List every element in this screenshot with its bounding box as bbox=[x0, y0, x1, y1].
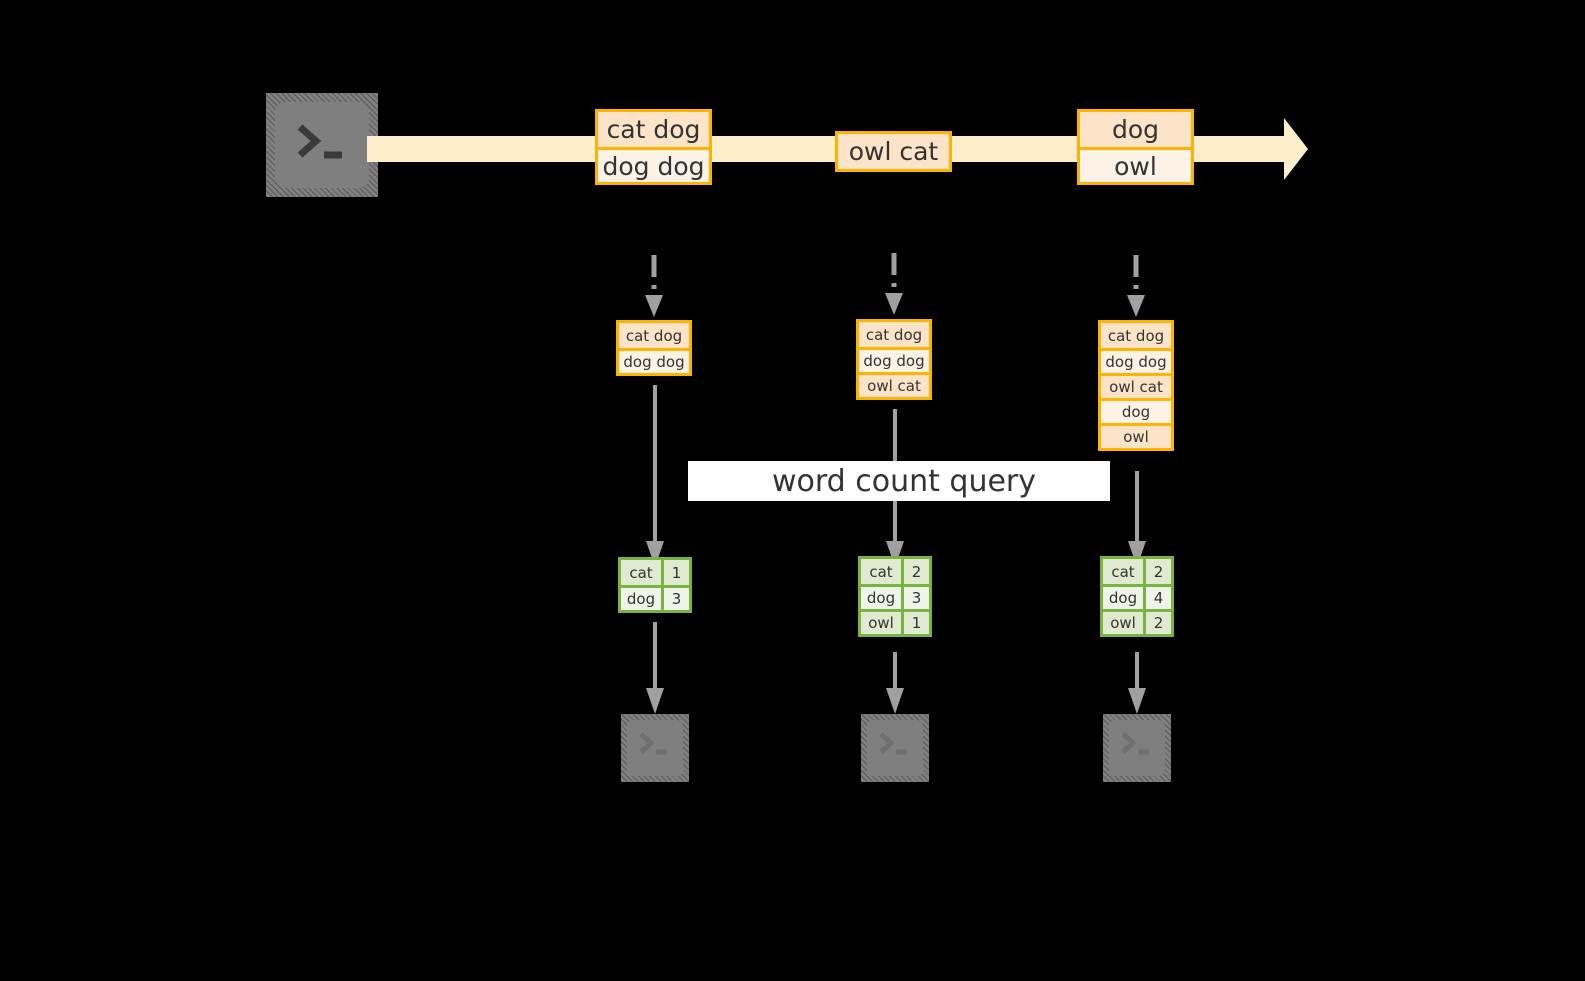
snapshot-col3-line-2: dog dog bbox=[1101, 348, 1171, 373]
terminal-screen bbox=[1109, 720, 1165, 776]
result-col2-count-3: 1 bbox=[911, 614, 922, 632]
result-col1-word-2: dog bbox=[621, 588, 664, 610]
stream-event-3[interactable]: dog owl bbox=[1077, 109, 1194, 185]
terminal-prompt-glyph bbox=[1121, 732, 1149, 755]
snapshot-box-col2[interactable]: cat dog dog dog owl cat bbox=[856, 319, 932, 400]
result-table-col1[interactable]: cat 1 dog 3 bbox=[618, 557, 692, 613]
terminal-prompt-glyph bbox=[297, 124, 342, 159]
source-terminal-icon bbox=[266, 93, 378, 197]
stream-to-snapshot-arrow-1 bbox=[645, 255, 663, 323]
result-col3-count-1: 2 bbox=[1153, 562, 1164, 581]
terminal-screen bbox=[275, 102, 369, 188]
result-col3-count-3: 2 bbox=[1153, 614, 1164, 632]
result-col3-word-2: dog bbox=[1103, 587, 1146, 609]
stream-event-1[interactable]: cat dog dog dog bbox=[595, 109, 712, 185]
result-col2-word-2: dog bbox=[861, 587, 904, 609]
stream-event-3-line-1: dog bbox=[1080, 112, 1191, 147]
snapshot-col2-line-1: cat dog bbox=[859, 322, 929, 347]
snapshot-col3-line-3: owl cat bbox=[1101, 373, 1171, 398]
table-row: cat 2 bbox=[861, 559, 929, 584]
stream-event-1-line-2: dog dog bbox=[598, 147, 709, 182]
table-row: dog 3 bbox=[621, 585, 689, 610]
result-col2-count-1: 2 bbox=[911, 562, 922, 581]
snapshot-col3-line-4: dog bbox=[1101, 398, 1171, 423]
sink-terminal-icon-col1 bbox=[621, 714, 689, 782]
result-col2-word-3: owl bbox=[861, 612, 904, 634]
snapshot-to-result-arrow-3 bbox=[1128, 471, 1146, 567]
stream-to-snapshot-arrow-3 bbox=[1127, 255, 1145, 323]
table-row: cat 2 bbox=[1103, 559, 1171, 584]
result-col1-count-1: 1 bbox=[671, 563, 682, 582]
result-col2-count-2: 3 bbox=[911, 589, 922, 607]
result-to-sink-arrow-1 bbox=[646, 622, 664, 714]
table-row: owl 2 bbox=[1103, 609, 1171, 634]
query-label-band: word count query bbox=[688, 461, 1110, 501]
terminal-prompt-glyph bbox=[639, 732, 667, 755]
result-col3-word-3: owl bbox=[1103, 612, 1146, 634]
result-col1-count-2: 3 bbox=[671, 590, 682, 608]
result-to-sink-arrow-2 bbox=[886, 652, 904, 714]
terminal-screen bbox=[867, 720, 923, 776]
snapshot-col2-line-3: owl cat bbox=[859, 372, 929, 397]
event-stream-arrowhead bbox=[1262, 118, 1308, 180]
stream-event-1-line-1: cat dog bbox=[598, 112, 709, 147]
result-table-col2[interactable]: cat 2 dog 3 owl 1 bbox=[858, 556, 932, 637]
query-label: word count query bbox=[771, 463, 1037, 499]
result-col3-word-1: cat bbox=[1103, 559, 1146, 584]
stream-event-2[interactable]: owl cat bbox=[835, 131, 952, 172]
snapshot-col2-line-2: dog dog bbox=[859, 347, 929, 372]
result-table-col3[interactable]: cat 2 dog 4 owl 2 bbox=[1100, 556, 1174, 637]
sink-terminal-icon-col2 bbox=[861, 714, 929, 782]
result-col3-count-2: 4 bbox=[1153, 589, 1164, 607]
result-col2-word-1: cat bbox=[861, 559, 904, 584]
table-row: cat 1 bbox=[621, 560, 689, 585]
stream-to-snapshot-arrow-2 bbox=[885, 253, 903, 321]
result-col1-word-1: cat bbox=[621, 560, 664, 585]
stream-event-2-line-1: owl cat bbox=[838, 134, 949, 169]
snapshot-box-col3[interactable]: cat dog dog dog owl cat dog owl bbox=[1098, 320, 1174, 451]
table-row: dog 3 bbox=[861, 584, 929, 609]
snapshot-col1-line-1: cat dog bbox=[619, 323, 689, 348]
terminal-screen bbox=[627, 720, 683, 776]
snapshot-col1-line-2: dog dog bbox=[619, 348, 689, 373]
result-to-sink-arrow-3 bbox=[1128, 652, 1146, 714]
snapshot-col3-line-1: cat dog bbox=[1101, 323, 1171, 348]
sink-terminal-icon-col3 bbox=[1103, 714, 1171, 782]
snapshot-col3-line-5: owl bbox=[1101, 423, 1171, 448]
table-row: dog 4 bbox=[1103, 584, 1171, 609]
snapshot-box-col1[interactable]: cat dog dog dog bbox=[616, 320, 692, 376]
snapshot-to-result-arrow-1 bbox=[646, 385, 664, 567]
stream-event-3-line-2: owl bbox=[1080, 147, 1191, 182]
table-row: owl 1 bbox=[861, 609, 929, 634]
terminal-prompt-glyph bbox=[879, 732, 907, 755]
